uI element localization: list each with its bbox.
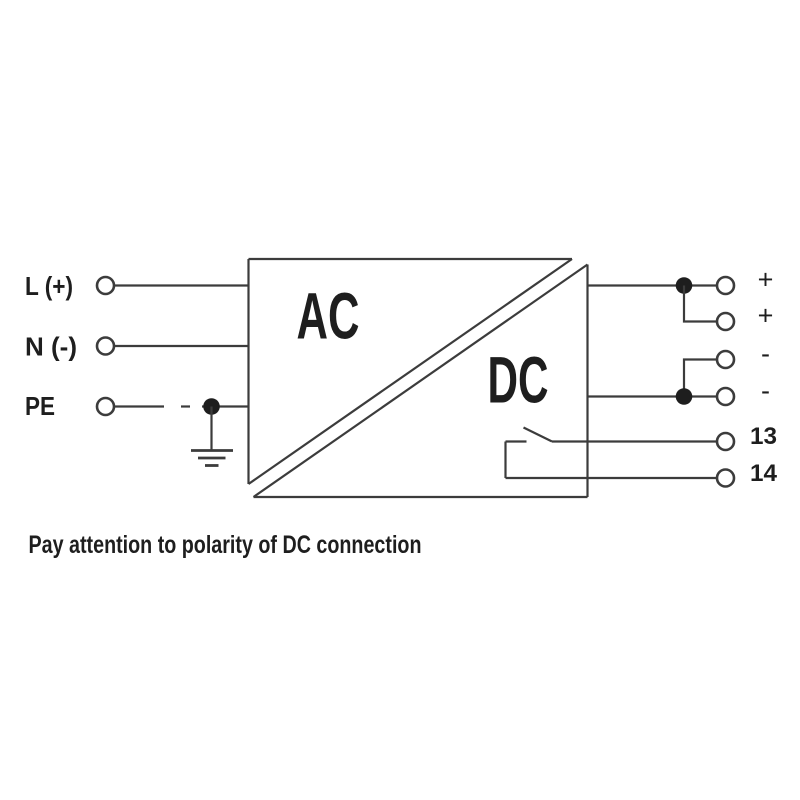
output-label-13: 13: [750, 423, 777, 450]
slash-upper-line: [247, 258, 573, 485]
converter-ac-label: AC: [297, 279, 360, 353]
output-side: + + - - 13 14: [505, 265, 778, 488]
terminal-circle-pe: [95, 396, 116, 417]
output-label-plus-1: +: [758, 265, 774, 295]
wire-minus-bridge: [682, 358, 717, 397]
terminal-circle-13: [715, 431, 736, 452]
terminal-circle-minus-2: [715, 386, 736, 407]
normally-open-contact-icon: [504, 426, 553, 478]
output-label-minus-2: -: [761, 376, 770, 406]
input-label-n: N (-): [25, 332, 77, 362]
terminal-circle-plus-2: [715, 311, 736, 332]
contact-blade: [523, 426, 553, 443]
input-label-pe: PE: [25, 391, 55, 421]
terminal-circle-l: [95, 275, 116, 296]
wire-plus-bridge: [682, 285, 717, 323]
terminal-circle-14: [715, 468, 736, 488]
converter-box: AC DC: [247, 257, 589, 499]
converter-dc-label: DC: [488, 343, 549, 417]
caption-text: Pay attention to polarity of DC connecti…: [29, 531, 422, 559]
terminal-circle-minus-1: [715, 349, 736, 370]
input-label-l: L (+): [25, 271, 73, 301]
terminal-circle-n: [95, 336, 116, 356]
output-label-plus-2: +: [758, 301, 774, 331]
slash-lower-line: [252, 263, 589, 498]
output-label-14: 14: [750, 460, 778, 487]
earth-ground-icon: [191, 406, 233, 467]
output-label-minus-1: -: [761, 339, 770, 369]
terminal-circle-plus-1: [715, 275, 736, 296]
junction-dot-minus: [675, 388, 693, 405]
input-side: L (+) N (-) PE: [25, 271, 249, 467]
